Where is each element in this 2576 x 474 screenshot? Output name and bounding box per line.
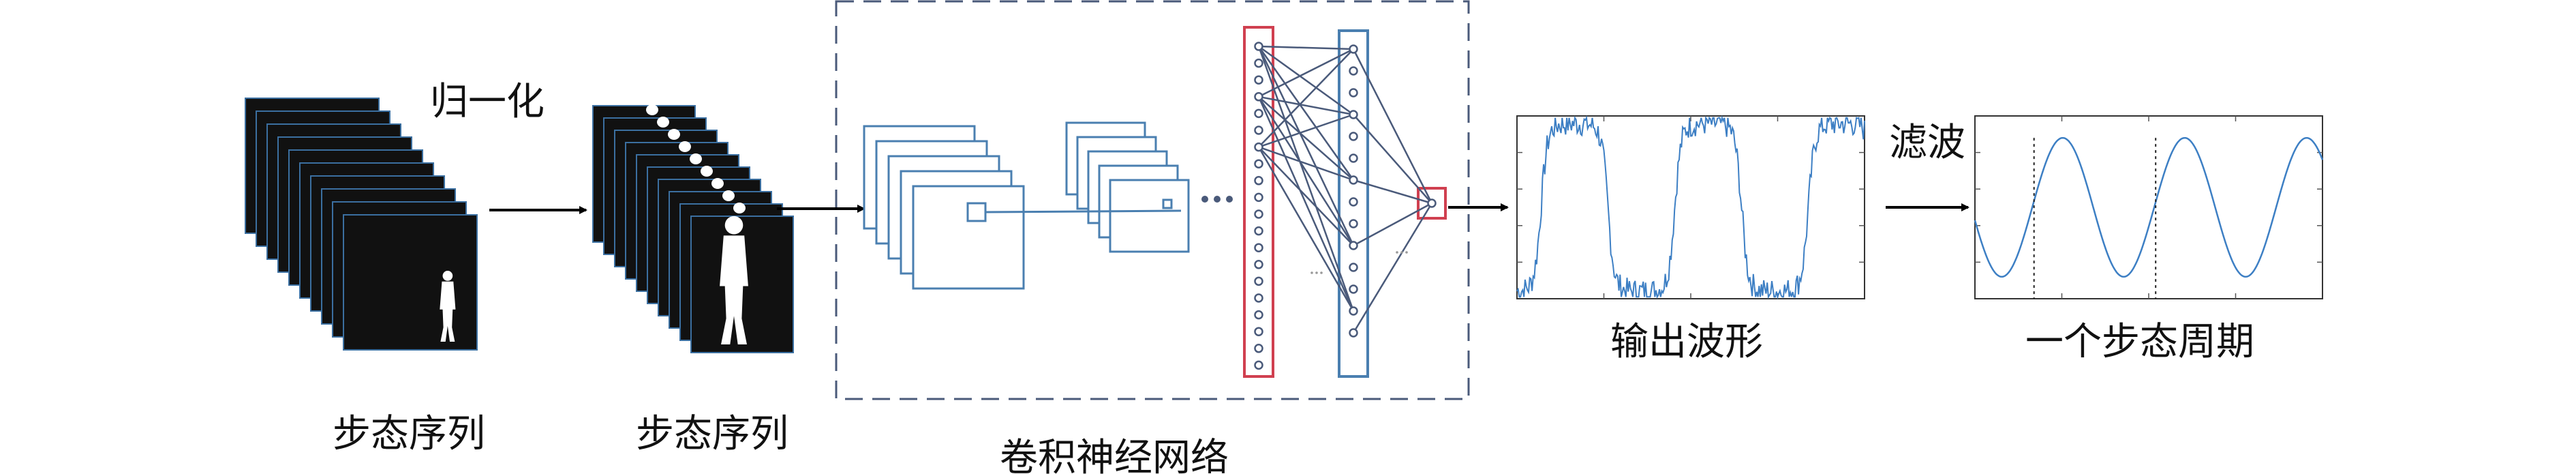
conv-kernel [1162, 198, 1173, 209]
fc-edge [1257, 96, 1355, 246]
output-waveform-label: 输出波形 [1610, 320, 1763, 364]
neuron [1349, 110, 1358, 119]
frame-head-icon [733, 203, 746, 213]
neuron [1349, 241, 1358, 250]
cnn-label: 卷积神经网络 [1000, 436, 1229, 474]
fc-edge [1257, 46, 1355, 312]
fc-edge [1258, 95, 1354, 181]
fc-edge [1257, 146, 1355, 312]
neuron [1254, 58, 1263, 68]
person-silhouette-icon [440, 271, 456, 342]
fc-edge [1258, 48, 1354, 148]
neuron [1254, 226, 1263, 236]
neuron [1254, 344, 1263, 353]
neuron [1254, 75, 1263, 85]
neuron [1254, 243, 1263, 252]
fc-layer-1-box [1243, 26, 1274, 378]
conv-feature-maps-2 [985, 121, 1190, 253]
frame-head-icon [646, 104, 658, 115]
fc-edge [1353, 202, 1432, 247]
neuron [1349, 306, 1358, 316]
plot-frame [1516, 115, 1865, 299]
fc-edge [1258, 48, 1354, 98]
frame-head-icon [668, 129, 680, 140]
neuron [1349, 44, 1358, 54]
ellipsis-icon [1310, 271, 1323, 274]
frame-head-icon [711, 178, 724, 189]
feature-map [912, 185, 1025, 290]
neuron [1254, 42, 1263, 51]
fc-edge [1353, 114, 1432, 204]
feature-map [1109, 179, 1190, 253]
filtered-waveform-plot [1974, 115, 2324, 299]
fc-layer-2-box [1338, 29, 1369, 378]
fc-edge [1258, 45, 1354, 50]
gait-cycle-label: 一个步态周期 [2025, 320, 2254, 364]
frame-head-icon [690, 153, 702, 164]
fc-edge [1353, 179, 1432, 205]
frame-head-icon [657, 117, 669, 128]
neuron [1349, 219, 1358, 228]
ellipsis-icon [1396, 251, 1408, 254]
fc-edge [1258, 146, 1354, 246]
neuron [1254, 260, 1263, 269]
normalize-label: 归一化 [430, 80, 545, 124]
neuron [1254, 92, 1263, 102]
fc-edge [1258, 146, 1354, 181]
neuron [1254, 293, 1263, 303]
fc-edge [1257, 46, 1355, 246]
ellipsis-icon [1201, 196, 1233, 203]
output-neuron-box [1417, 187, 1447, 220]
neuron [1254, 125, 1263, 135]
neuron [1254, 108, 1263, 119]
output-neuron [1427, 198, 1437, 208]
neuron [1254, 142, 1263, 152]
fc-edge [1352, 203, 1433, 334]
fc-edge [1258, 95, 1354, 116]
gait-sequence-stack-raw [245, 98, 478, 351]
neuron [1349, 197, 1358, 207]
neuron [1349, 175, 1358, 185]
person-silhouette-icon [720, 216, 748, 344]
filtered-waveform-line [1974, 136, 2324, 278]
frame-head-icon [722, 190, 735, 201]
filtering-label: 滤波 [1889, 121, 1965, 165]
output-waveform-line [1516, 115, 1865, 299]
neuron [1254, 360, 1263, 370]
neuron [1349, 328, 1358, 338]
neuron [1254, 209, 1263, 219]
frame-head-icon [701, 166, 713, 177]
fc-edge [1258, 45, 1354, 116]
neuron [1254, 192, 1263, 203]
fc-edge [1258, 113, 1354, 148]
fully-connected-layers [1243, 26, 1447, 378]
gait-sequence-label-2: 步态序列 [636, 412, 788, 456]
neuron [1254, 310, 1263, 320]
cnn-dashed-box [835, 0, 1470, 400]
fc-connections [1257, 45, 1433, 334]
gait-sequence-stack-normalized [592, 104, 794, 353]
fc-edge [1257, 96, 1355, 312]
neuron [1349, 153, 1358, 163]
output-waveform-plot [1516, 115, 1865, 299]
fc-edge [1352, 48, 1433, 204]
neuron [1254, 176, 1263, 186]
frame-head-icon [679, 141, 691, 152]
neuron [1254, 276, 1263, 286]
kernel-connection [985, 209, 1182, 213]
conv-feature-maps-1 [863, 125, 1025, 290]
neuron [1349, 88, 1358, 98]
neuron [1349, 263, 1358, 272]
conv-kernel [966, 202, 987, 222]
gait-sequence-label-1: 步态序列 [333, 412, 485, 456]
plot-frame [1974, 115, 2323, 299]
gait-frame [343, 214, 478, 351]
neuron [1349, 284, 1358, 294]
neuron [1254, 159, 1263, 168]
neuron [1349, 66, 1358, 76]
neuron [1254, 327, 1263, 336]
neuron [1349, 132, 1358, 141]
fc-edge [1257, 46, 1355, 181]
